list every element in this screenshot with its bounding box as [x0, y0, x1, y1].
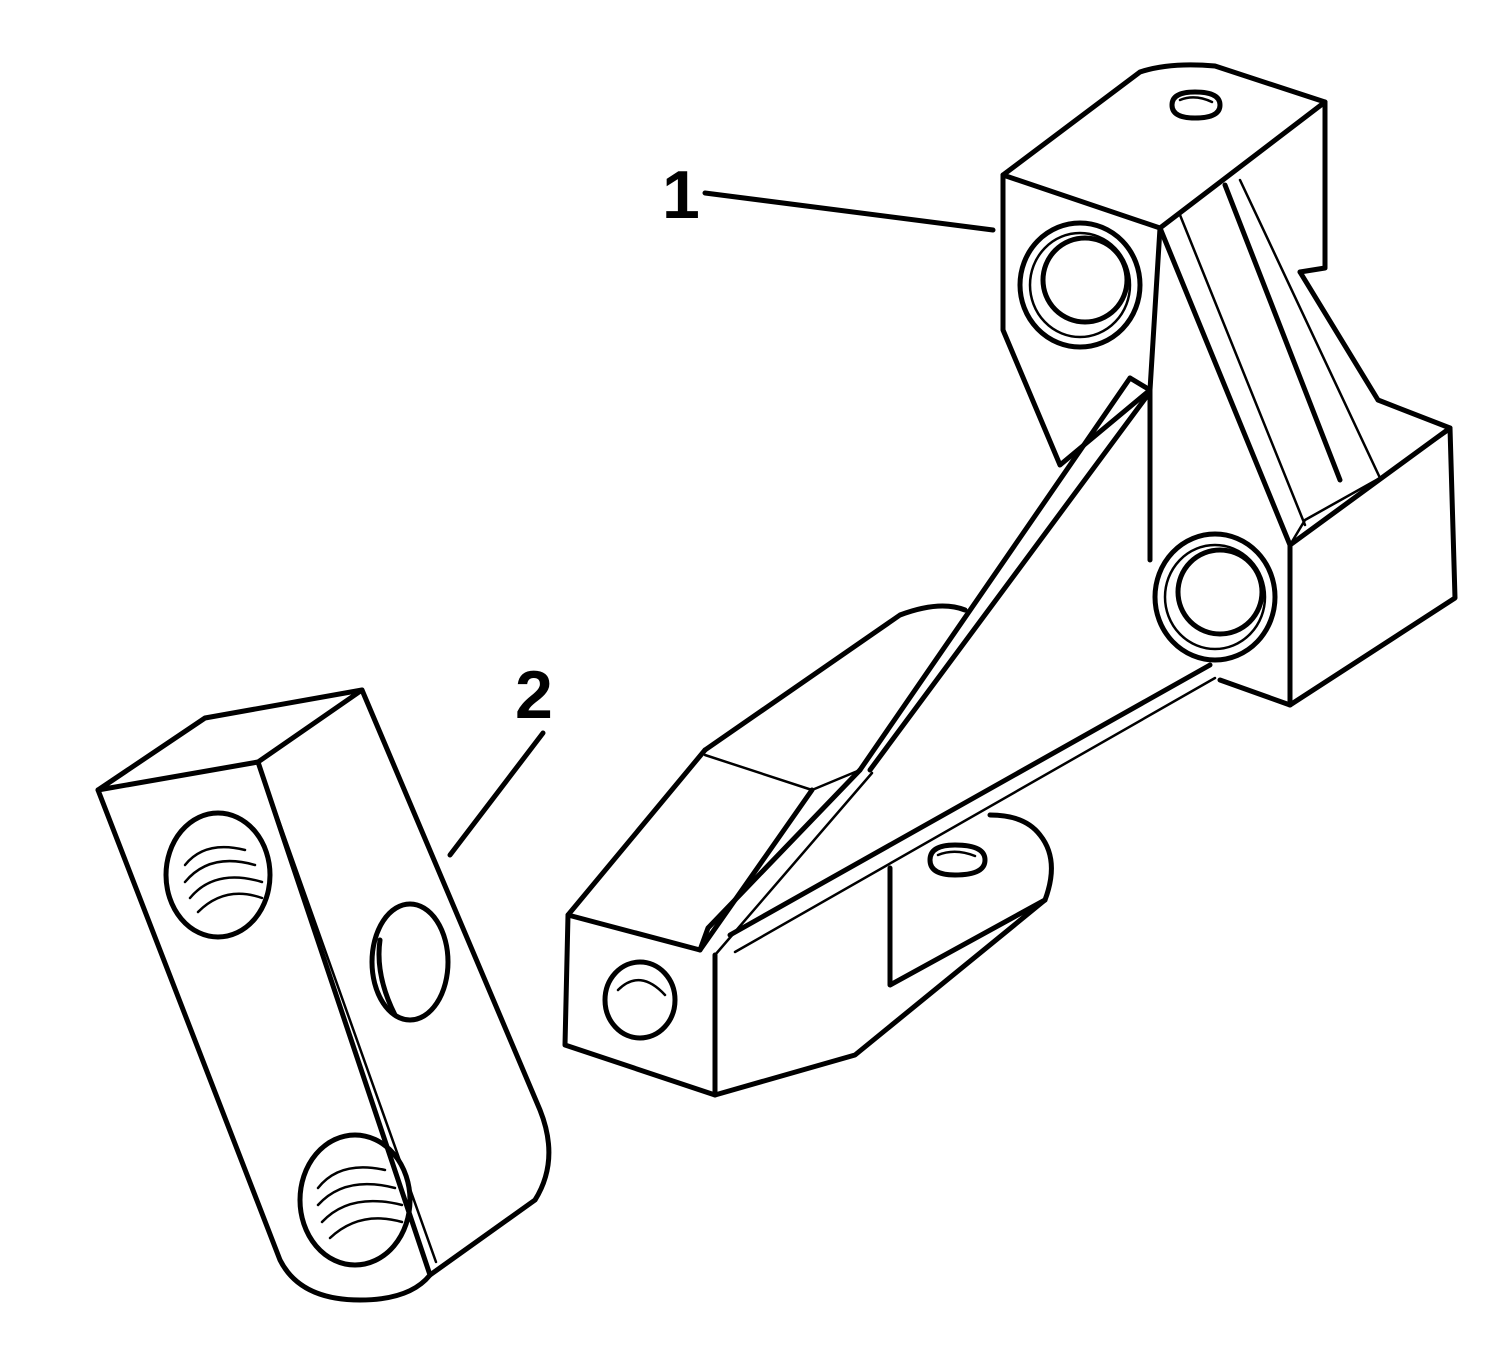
bracket-column-back-edge — [1297, 269, 1381, 403]
bracket-arm-top-line — [703, 753, 862, 792]
block-lower-thread-2 — [316, 1182, 397, 1207]
block-upper-thread-3 — [188, 876, 264, 900]
bracket-upper-hole-outer — [1017, 220, 1143, 350]
bracket-column-front-edge — [1157, 225, 1293, 548]
block-lower-threaded-hole — [297, 1132, 413, 1268]
bracket-foot-side — [887, 865, 1048, 988]
bracket-upper-hole-inner — [1040, 235, 1130, 325]
bracket-arm-front-face — [562, 912, 718, 1098]
callout-label-2: 2 — [515, 657, 553, 733]
bracket-upper-hole-mid — [1028, 231, 1132, 339]
bracket-arm-top-left — [565, 747, 815, 953]
callout-leader-1 — [702, 190, 996, 233]
block-lower-thread-4 — [328, 1217, 404, 1240]
bracket-gusset-diagonal-inner — [867, 389, 1153, 773]
block-upper-thread-1 — [183, 845, 247, 867]
bracket-arm-end-hole-inner — [616, 979, 667, 997]
block-right-face — [359, 687, 552, 1278]
bracket-lower-block — [1287, 425, 1458, 708]
bracket-lower-block-inner — [1288, 428, 1452, 547]
part-1-bracket — [562, 62, 1458, 1098]
bracket-gusset-diagonal-outer — [857, 375, 1133, 773]
bracket-arm-top — [702, 603, 968, 753]
block-lower-thread-1 — [316, 1166, 387, 1190]
bracket-foot-slot-inner — [936, 850, 977, 858]
callout-leader-2 — [447, 730, 546, 858]
bracket-top-slot-inner — [1178, 96, 1214, 104]
bracket-column-groove-b — [1222, 182, 1343, 483]
callout-2: 2 — [447, 657, 553, 858]
bracket-top-right-side — [1297, 99, 1328, 275]
block-lower-thread-3 — [320, 1199, 404, 1224]
bracket-column-groove-a — [1178, 213, 1307, 527]
callout-label-1: 1 — [662, 157, 700, 233]
bracket-lower-hole-mid — [1163, 543, 1267, 651]
bracket-arm-groove-b — [713, 771, 874, 957]
bracket-lower-hole-inner — [1175, 547, 1265, 637]
block-side-hole — [369, 901, 451, 1023]
block-side-hole-shadow — [376, 937, 398, 1018]
bracket-foot-slot-hole — [927, 842, 988, 878]
bracket-web-lower-edge — [727, 662, 1213, 938]
bracket-lower-block-top — [1375, 397, 1453, 431]
part-2-block — [95, 687, 552, 1303]
callout-1: 1 — [662, 157, 996, 233]
block-upper-threaded-hole — [163, 810, 273, 940]
bracket-top-front-face — [1000, 172, 1163, 468]
bracket-top-slot-hole — [1169, 89, 1223, 121]
bracket-top-face — [1000, 62, 1328, 231]
bracket-column-groove-c — [1238, 178, 1382, 480]
bracket-web-lower-edge-b — [733, 676, 1217, 954]
bracket-arm-end-hole-outer — [602, 959, 678, 1041]
bracket-lower-block-bottom — [1217, 677, 1293, 708]
bracket-arm-bottom — [712, 812, 1054, 1098]
block-top-face — [95, 687, 365, 793]
bracket-lower-hole-outer — [1152, 531, 1278, 663]
block-upper-thread-2 — [183, 859, 257, 884]
block-upper-thread-4 — [196, 892, 264, 914]
block-front-face — [95, 759, 433, 1303]
bracket-arm-groove — [697, 767, 863, 953]
